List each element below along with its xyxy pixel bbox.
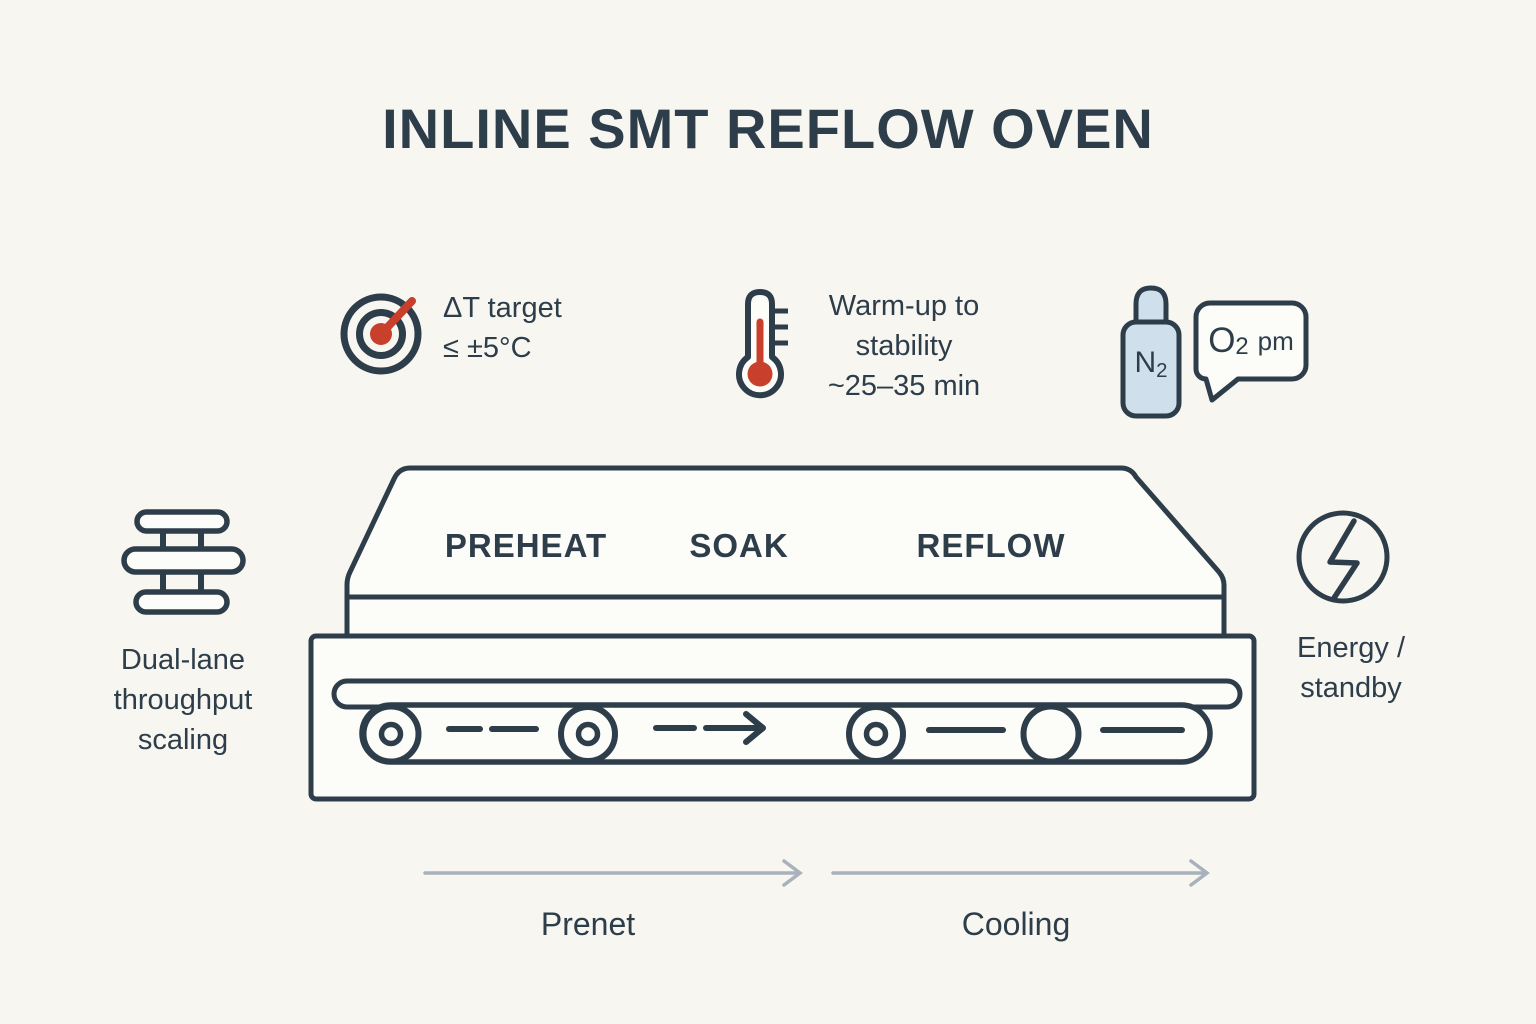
zone-label-soak: SOAK xyxy=(689,527,789,564)
oxygen-subscript: 2 xyxy=(1235,332,1249,360)
warmup-callout: Warm-up to stability ~25–35 min xyxy=(790,286,1018,406)
energy-line2: standby xyxy=(1300,672,1402,704)
zone-label-reflow: REFLOW xyxy=(916,527,1066,564)
nitrogen-cylinder-icon xyxy=(1120,285,1182,419)
belt-motion-marks xyxy=(446,711,1185,745)
prenet-arrow-icon xyxy=(423,859,803,887)
energy-callout: Energy / standby xyxy=(1297,628,1405,708)
oven-hood xyxy=(344,465,1227,640)
speech-bubble-icon xyxy=(1193,300,1309,403)
delta-t-line1: ΔT target xyxy=(443,292,562,324)
warmup-line3: ~25–35 min xyxy=(827,370,981,402)
cooling-arrow-icon xyxy=(831,859,1210,887)
nitrogen-symbol: N xyxy=(1134,346,1157,379)
target-icon xyxy=(340,293,422,375)
delta-t-line2: ≤ ±5°C xyxy=(443,332,532,364)
nitrogen-subscript: 2 xyxy=(1156,360,1168,383)
conveyor-belt xyxy=(359,702,1213,765)
warmup-line2: stability xyxy=(855,330,953,362)
page-title: INLINE SMT REFLOW OVEN xyxy=(382,97,1154,160)
roller-icon xyxy=(1020,703,1082,765)
belt-direction-arrow-icon xyxy=(703,711,766,745)
dual-lane-line3: scaling xyxy=(137,724,229,756)
dual-lane-icon xyxy=(121,509,246,615)
dual-lane-line1: Dual-lane xyxy=(120,644,246,676)
delta-t-callout: ΔT target ≤ ±5°C xyxy=(443,288,562,368)
stage-label-cooling: Cooling xyxy=(961,906,1071,942)
stage-label-prenet: Prenet xyxy=(540,906,636,942)
dual-lane-line2: throughput xyxy=(113,684,253,716)
nitrogen-label: N2 xyxy=(1123,346,1179,383)
oxygen-suffix: pm xyxy=(1257,325,1294,356)
energy-bolt-icon xyxy=(1296,510,1390,604)
oxygen-symbol: O xyxy=(1208,321,1236,360)
zone-label-preheat: PREHEAT xyxy=(444,527,608,564)
dual-lane-callout: Dual-lane throughput scaling xyxy=(114,640,253,760)
conveyor-rollers xyxy=(360,703,1082,765)
process-flow-arrows xyxy=(423,859,1210,887)
energy-line1: Energy / xyxy=(1297,632,1405,664)
warmup-line1: Warm-up to xyxy=(828,290,980,322)
thermometer-icon xyxy=(736,289,788,399)
